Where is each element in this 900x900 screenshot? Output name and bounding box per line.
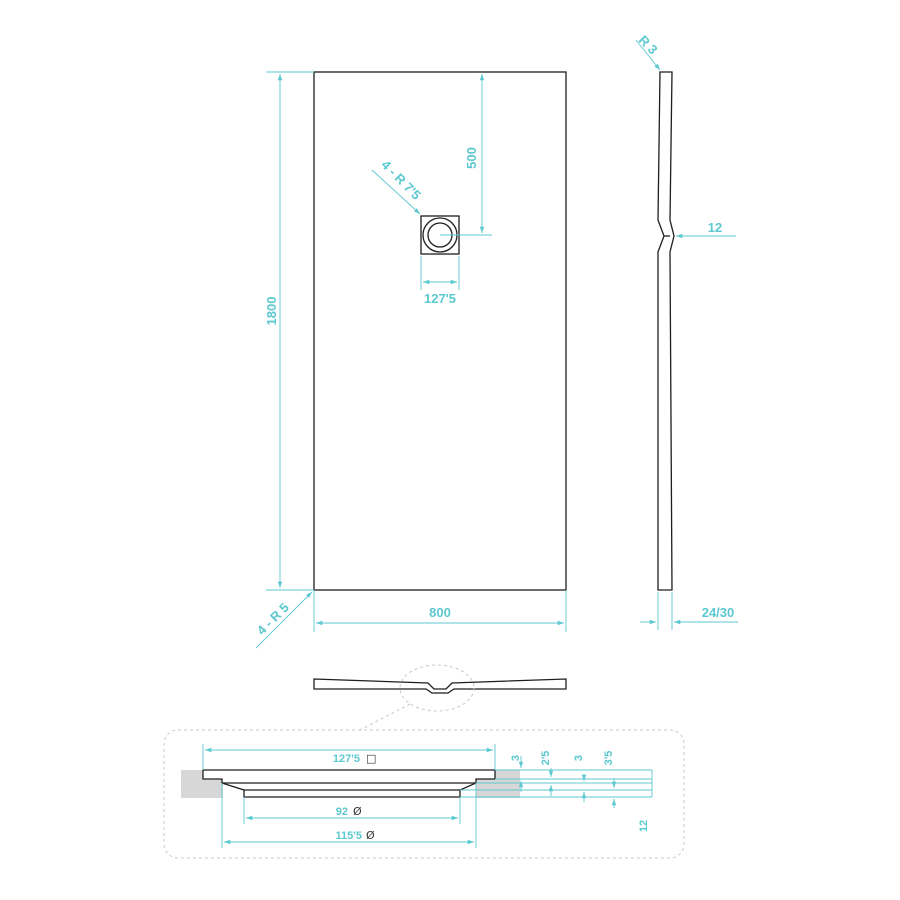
detail-frame — [163, 729, 685, 859]
section-outline — [313, 678, 567, 694]
dimension-drain-size: 127'5 — [420, 256, 460, 306]
inner-diameter-label: 92 — [336, 806, 348, 818]
dimension-thickness: 24/30 — [640, 592, 738, 630]
section-view — [313, 664, 567, 731]
width-label: 800 — [429, 605, 451, 620]
dimension-width: 800 — [313, 590, 567, 632]
dim-3-5-label: 3'5 — [603, 751, 615, 766]
drain-corner-label: 4 - R 7'5 — [378, 157, 423, 202]
dim-2-5-label: 2'5 — [540, 751, 552, 766]
dimension-grate: 127'5 □ — [202, 744, 496, 770]
corner-radius-callout: 4 - R 5 — [254, 591, 313, 649]
dimension-outer-diameter: 115'5 Ø — [221, 783, 477, 848]
square-symbol: □ — [366, 752, 376, 765]
outer-diameter-label: 115'5 — [336, 830, 362, 842]
dimension-drain-offset: 500 — [440, 74, 492, 236]
tray-outline — [313, 71, 567, 591]
side-profile: R 3 12 24/30 — [635, 32, 738, 630]
profile-outline — [657, 71, 675, 591]
detail-callout-circle — [399, 664, 475, 712]
drain-corner-callout: 4 - R 7'5 — [371, 157, 424, 215]
edge-radius-label: R 3 — [636, 32, 661, 57]
dimension-stack: 3 2'5 3 3'5 12 — [460, 751, 653, 832]
drain-size-label: 127'5 — [424, 291, 456, 306]
dim-12-label: 12 — [638, 820, 650, 832]
plan-view: 1800 800 4 - R 5 500 4 - R 7'5 — [254, 71, 567, 649]
thickness-label: 24/30 — [702, 605, 735, 620]
dimension-inner-diameter: 92 Ø — [243, 797, 461, 824]
detail-leader — [359, 703, 411, 731]
dim-3-b-label: 3 — [573, 755, 585, 761]
grate-label: 127'5 — [333, 753, 360, 765]
dim-3-a-label: 3 — [510, 755, 522, 761]
diameter-symbol-inner: Ø — [353, 805, 362, 818]
corner-radius-label: 4 - R 5 — [254, 600, 292, 638]
dimension-length: 1800 — [264, 71, 314, 591]
drain-detail: 127'5 □ 92 Ø 115'5 Ø 3 — [163, 729, 685, 859]
drain-depth-label: 12 — [708, 220, 722, 235]
drain-offset-label: 500 — [464, 147, 479, 169]
diameter-symbol-outer: Ø — [366, 829, 375, 842]
length-label: 1800 — [264, 297, 279, 326]
edge-radius-callout: R 3 — [635, 32, 661, 71]
dimension-drain-depth: 12 — [676, 220, 736, 239]
